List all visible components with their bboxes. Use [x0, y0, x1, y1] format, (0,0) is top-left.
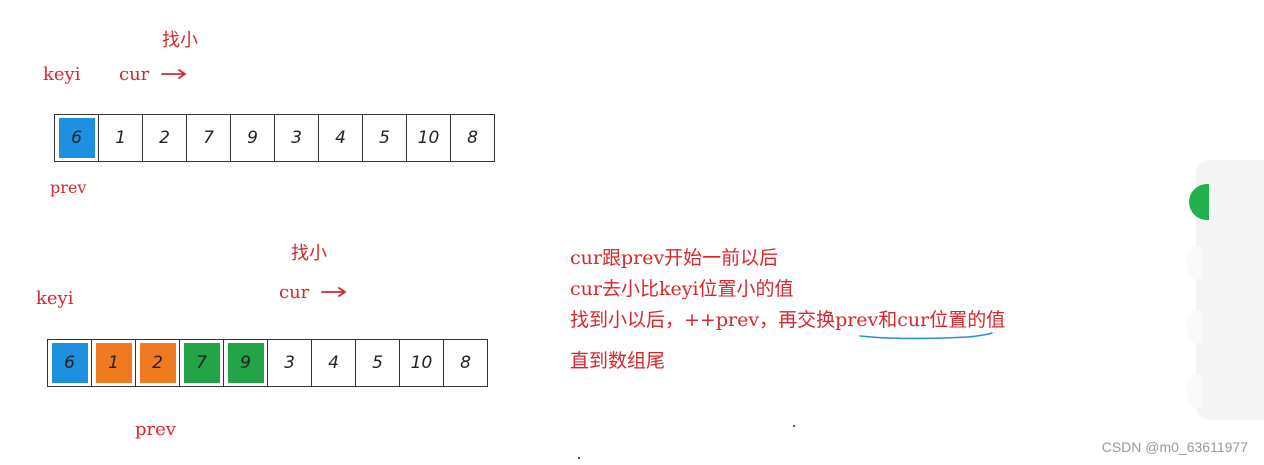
array-cell: 6	[48, 340, 92, 386]
array-cell: 4	[312, 340, 356, 386]
note-line-3: 找到小以后，++prev，再交换prev和cur位置的值	[570, 309, 1006, 331]
cell-value: 2	[159, 128, 170, 148]
cell-value: 7	[203, 128, 214, 148]
cur-label-bottom: cur	[279, 282, 310, 303]
keyi-label-top: keyi	[43, 64, 81, 85]
cell-value: 3	[284, 353, 295, 373]
cell-value: 7	[183, 343, 220, 383]
stray-dot	[578, 457, 580, 459]
array-cell: 10	[400, 340, 444, 386]
cell-value: 6	[51, 343, 88, 383]
find-small-label-top: 找小	[162, 30, 198, 51]
array-cell: 8	[451, 115, 495, 161]
cell-value: 3	[291, 128, 302, 148]
array-cell: 1	[99, 115, 143, 161]
cur-label-top: cur	[119, 64, 150, 85]
array-cell: 1	[92, 340, 136, 386]
cell-value: 5	[372, 353, 383, 373]
note-line-1: cur跟prev开始一前以后	[570, 247, 779, 269]
watermark: CSDN @m0_63611977	[1101, 439, 1248, 455]
cell-value: 9	[247, 128, 258, 148]
array-cell: 4	[319, 115, 363, 161]
keyi-label-bottom: keyi	[36, 288, 74, 309]
cell-value: 10	[417, 128, 440, 148]
note-line-2: cur去小比keyi位置小的值	[570, 278, 794, 300]
find-small-label-bottom: 找小	[291, 243, 327, 264]
cur-arrow-icon-top	[161, 69, 187, 79]
array-cell: 5	[356, 340, 400, 386]
array-cell: 2	[136, 340, 180, 386]
underline-mark	[859, 332, 993, 340]
explanation-notes: cur跟prev开始一前以后 cur去小比keyi位置小的值 找到小以后，++p…	[570, 244, 1005, 378]
cur-arrow-icon-bottom	[321, 287, 347, 297]
cell-value: 4	[328, 353, 339, 373]
prev-label-bottom: prev	[135, 419, 176, 440]
stray-dot	[793, 425, 795, 427]
array-cell: 10	[407, 115, 451, 161]
array-cell: 5	[363, 115, 407, 161]
cell-value: 1	[115, 128, 126, 148]
cell-value: 1	[95, 343, 132, 383]
array-cell: 9	[224, 340, 268, 386]
cell-value: 4	[335, 128, 346, 148]
array-cell: 3	[275, 115, 319, 161]
cell-value: 9	[227, 343, 264, 383]
side-toolbar-button[interactable]	[1190, 246, 1202, 280]
array-cell: 6	[55, 115, 99, 161]
note-line-4: 直到数组尾	[570, 350, 666, 372]
side-toolbar-button[interactable]	[1190, 374, 1202, 408]
cell-value: 8	[460, 353, 471, 373]
cell-value: 5	[379, 128, 390, 148]
array-cell: 8	[444, 340, 488, 386]
array-cell: 3	[268, 340, 312, 386]
side-toolbar-button[interactable]	[1190, 310, 1202, 344]
cell-value: 8	[467, 128, 478, 148]
array-cell: 9	[231, 115, 275, 161]
array-cell: 7	[180, 340, 224, 386]
cell-value: 2	[139, 343, 176, 383]
prev-label-top: prev	[50, 178, 87, 197]
cell-value: 6	[58, 118, 95, 158]
array-cell: 7	[187, 115, 231, 161]
array-cell: 2	[143, 115, 187, 161]
cell-value: 10	[410, 353, 433, 373]
status-indicator-icon[interactable]	[1189, 184, 1209, 220]
